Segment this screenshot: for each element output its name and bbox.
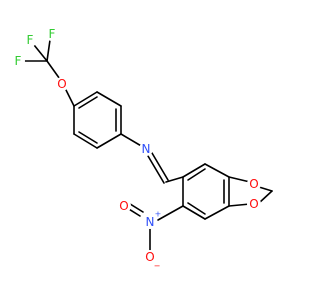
atom-labels: F F F O N N + O O − O O bbox=[11, 27, 261, 271]
bonds bbox=[22, 39, 273, 251]
atom-f2: F bbox=[15, 54, 22, 68]
bond-ring2-e bbox=[182, 205, 206, 220]
bond-ring2-d bbox=[204, 205, 230, 220]
molecule-canvas: F F F O N N + O O − O O bbox=[11, 27, 273, 271]
bond-ring1-d bbox=[96, 133, 122, 149]
bond-ch-ring bbox=[165, 176, 184, 183]
bond-diox-2 bbox=[258, 186, 273, 192]
bond-c-f3 bbox=[46, 39, 51, 62]
atom-o-dioxole-2: O bbox=[249, 197, 258, 211]
structure-diagram: F F F O N N + O O − O O bbox=[11, 27, 273, 271]
bond-imine-2 bbox=[151, 152, 169, 181]
atom-o-nitro-2-charge: − bbox=[154, 262, 161, 271]
bond-ring1-a bbox=[73, 91, 98, 107]
bond-ring2-e-inner bbox=[187, 202, 206, 215]
atom-n-nitro-charge: + bbox=[155, 210, 162, 219]
atom-o-dioxole-1: O bbox=[249, 177, 258, 191]
bond-ring1-e-inner bbox=[78, 131, 98, 144]
bond-imine-1 bbox=[147, 155, 165, 184]
bond-diox-3 bbox=[258, 190, 273, 204]
bond-ring2-a bbox=[182, 163, 206, 178]
bond-ring2-a-inner bbox=[187, 168, 206, 181]
bond-diox-4 bbox=[228, 203, 251, 207]
bond-ring1-a-inner bbox=[78, 96, 98, 109]
bond-diox-1 bbox=[228, 176, 251, 183]
bond-ring1-e bbox=[73, 133, 98, 149]
atom-f3: F bbox=[49, 27, 56, 41]
atom-o-ether: O bbox=[57, 77, 66, 91]
atom-f1: F bbox=[27, 33, 34, 47]
atom-n-imine: N bbox=[142, 142, 151, 156]
bond-ring2-b bbox=[204, 163, 230, 178]
bond-ring-n bbox=[120, 133, 144, 148]
atom-o-nitro-1: O bbox=[119, 199, 128, 213]
atom-o-nitro-2: O bbox=[145, 250, 154, 264]
bond-ring1-b bbox=[96, 91, 122, 107]
atom-n-nitro: N bbox=[146, 215, 155, 229]
bond-ring-nitro bbox=[157, 205, 184, 221]
